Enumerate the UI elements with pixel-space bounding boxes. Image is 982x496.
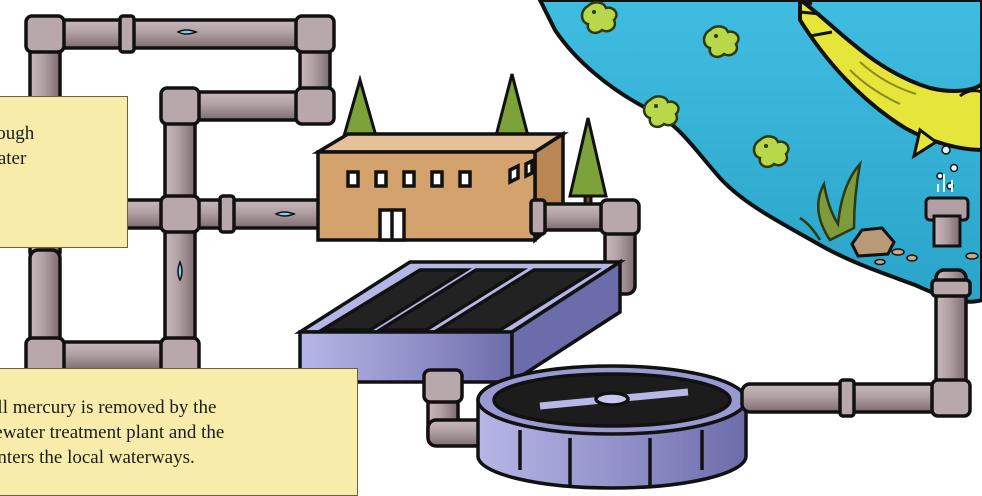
discharge-pipe xyxy=(742,270,970,416)
callout-line: all mercury is removed by the xyxy=(0,395,357,420)
callout-line: s through xyxy=(0,121,127,146)
clarifier xyxy=(478,366,746,488)
callout-wastewater-path: s through stewater xyxy=(0,96,128,248)
callout-line: tewater treatment plant and the xyxy=(0,420,357,445)
settling-tank xyxy=(300,262,620,382)
callout-line: enters the local waterways. xyxy=(0,445,357,470)
callout-line: stewater xyxy=(0,146,127,171)
treatment-building xyxy=(318,134,563,240)
callout-mercury-removal: all mercury is removed by the tewater tr… xyxy=(0,368,358,496)
